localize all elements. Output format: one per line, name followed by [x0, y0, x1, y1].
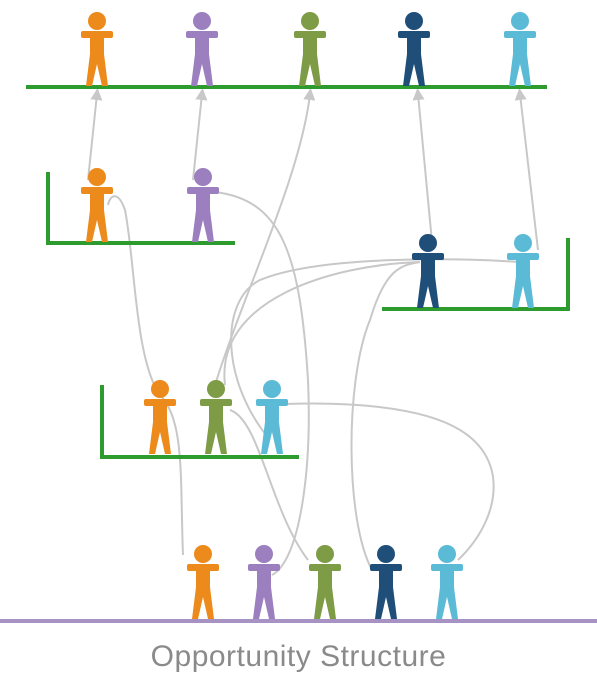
person-icon-upper-left-purple [187, 168, 219, 242]
path-olive-to-top [211, 88, 316, 396]
ledges [0, 85, 597, 623]
person-icon-top-navy [398, 12, 430, 86]
person-icon-top-olive [294, 12, 326, 86]
path-ground-olive [229, 409, 309, 561]
person-icon-top-orange [81, 12, 113, 86]
people [81, 12, 539, 619]
person-icon-middle-olive [200, 380, 232, 454]
path-navy-to-top [412, 88, 433, 243]
diagram-caption: Opportunity Structure [150, 640, 447, 673]
mobility-paths [87, 88, 539, 576]
path-orange-to-top [87, 88, 103, 181]
path-middle-olive-to-right [223, 261, 421, 386]
person-icon-upper-left-orange [81, 168, 113, 242]
middle-ledge [100, 385, 299, 459]
path-ground-orange [107, 195, 184, 556]
person-icon-right-sky [507, 234, 539, 308]
path-purple-to-top [192, 88, 208, 181]
upper-left-ledge [46, 172, 235, 245]
person-icon-ground-navy [370, 545, 402, 619]
path-ground-purple [214, 191, 310, 576]
path-sky-to-top [514, 88, 539, 251]
path-middle-sky-to-right [230, 258, 521, 441]
person-icon-ground-purple [248, 545, 280, 619]
path-ground-navy [350, 261, 421, 571]
person-icon-middle-sky [256, 380, 288, 454]
person-icon-top-sky [504, 12, 536, 86]
person-icon-top-purple [186, 12, 218, 86]
person-icon-ground-orange [187, 545, 219, 619]
path-ground-sky [284, 402, 495, 561]
person-icon-middle-orange [144, 380, 176, 454]
person-icon-ground-sky [431, 545, 463, 619]
person-icon-right-navy [412, 234, 444, 308]
right-ledge [382, 238, 570, 311]
person-icon-ground-olive [309, 545, 341, 619]
